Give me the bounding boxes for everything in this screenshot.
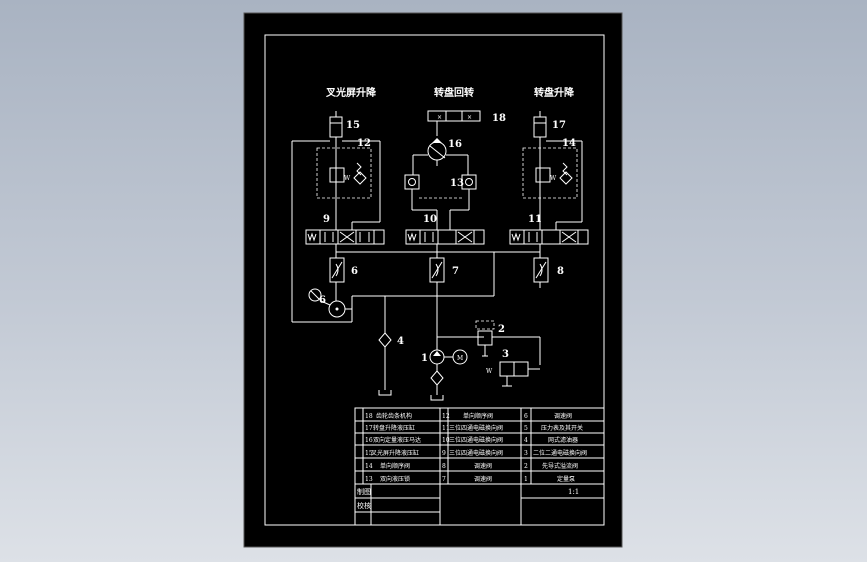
row3-name-a: 双向定量液压马达 (373, 436, 421, 444)
callout-16: 16 (448, 139, 462, 150)
callout-6b: 6 (319, 295, 326, 306)
flow-valve-8 (533, 257, 549, 283)
directional-valve-9 (305, 229, 385, 245)
parts-table: 18 齿轮齿条机构 12 单向顺序阀 6 调速阀 17 转盘升降液压缸 11 三… (354, 407, 605, 526)
rack-mark-2: × (467, 114, 472, 121)
row1-name-a: 齿轮齿条机构 (376, 412, 412, 420)
row6-name-a: 双向液压锁 (380, 475, 410, 483)
callout-1: 1 (421, 353, 428, 364)
row5-no-c: 2 (524, 463, 528, 470)
spring-w-left: W (344, 175, 351, 182)
right-circuit: 17 14 W 11 8 (509, 111, 589, 283)
sequence-valve-14 (522, 147, 578, 199)
callout-13: 13 (450, 178, 464, 189)
title-right: 转盘升降 (534, 86, 575, 99)
center-circuit: × × 18 16 13 (404, 110, 506, 401)
callout-17: 17 (552, 120, 566, 131)
row4-name-c: 二位二通电磁换向阀 (533, 449, 587, 457)
row6-no-c: 1 (524, 476, 528, 483)
callout-3: 3 (502, 349, 509, 360)
callout-11: 11 (528, 214, 542, 225)
callout-14: 14 (562, 138, 576, 149)
row3-no-a: 16 (365, 437, 373, 444)
row5-name-b: 调速阀 (474, 462, 492, 470)
spring-w-valve3: W (486, 368, 493, 375)
shared-lines: 4 2 W 3 (336, 251, 541, 396)
callout-15: 15 (346, 120, 360, 131)
spring-w-right: W (550, 175, 557, 182)
title-center: 转盘回转 (434, 86, 474, 99)
directional-valve-10 (405, 229, 485, 245)
left-circuit: 15 12 W 9 (291, 111, 385, 323)
row3-name-b: 三位四通电磁换向阀 (449, 436, 503, 444)
row6-no-a: 13 (365, 476, 373, 483)
rack-mark-1: × (437, 114, 442, 121)
row4-no-c: 3 (524, 450, 528, 457)
row6-no-b: 7 (442, 476, 446, 483)
row2-name-b: 三位四通电磁换向阀 (449, 424, 503, 432)
row4-no-a: 15 (365, 450, 373, 457)
callout-2: 2 (498, 324, 505, 335)
motor-mark: M (457, 355, 463, 362)
row5-name-a: 单向顺序阀 (380, 462, 410, 470)
row4-name-b: 三位四通电磁换向阀 (449, 449, 503, 457)
checked-label: 校核 (357, 501, 371, 510)
callout-12: 12 (357, 138, 371, 149)
callout-7: 7 (452, 266, 459, 277)
row1-no-c: 6 (524, 413, 528, 420)
row4-no-b: 9 (442, 450, 446, 457)
scale-value: 1:1 (568, 488, 579, 496)
row2-no-a: 17 (365, 425, 373, 432)
callout-6a: 6 (351, 266, 358, 277)
row2-name-a: 转盘升降液压缸 (373, 424, 415, 432)
row3-name-c: 网式滤油器 (548, 436, 578, 444)
title-left: 叉光屏升降 (325, 86, 377, 99)
rack-and-pinion-18 (427, 110, 481, 122)
callout-18: 18 (492, 113, 506, 124)
row6-name-b: 调速阀 (474, 475, 492, 483)
sequence-valve-12 (316, 147, 372, 199)
row5-name-c: 先导式溢流阀 (542, 462, 578, 470)
row3-no-b: 10 (442, 437, 450, 444)
motor-M (452, 349, 468, 365)
row1-no-a: 18 (365, 413, 373, 420)
row1-name-c: 调速阀 (554, 412, 572, 420)
row1-no-b: 12 (442, 413, 450, 420)
row4-name-a: 叉光屏升降液压缸 (371, 449, 419, 457)
row2-no-b: 11 (442, 425, 450, 432)
row5-no-a: 14 (365, 463, 373, 470)
callout-9: 9 (323, 214, 330, 225)
row2-no-c: 5 (524, 425, 528, 432)
row1-name-b: 单向顺序阀 (463, 412, 493, 420)
flow-valve-6-left (329, 257, 345, 283)
callout-4: 4 (397, 336, 404, 347)
row2-name-c: 压力表及其开关 (541, 424, 583, 432)
row6-name-c: 定量泵 (557, 475, 575, 483)
row5-no-b: 8 (442, 463, 446, 470)
callout-8: 8 (557, 266, 564, 277)
drawn-label: 制图 (357, 487, 371, 496)
callout-10: 10 (423, 214, 437, 225)
directional-valve-11 (509, 229, 589, 245)
pressure-gauge-5 (308, 288, 322, 302)
row3-no-c: 4 (524, 437, 528, 444)
